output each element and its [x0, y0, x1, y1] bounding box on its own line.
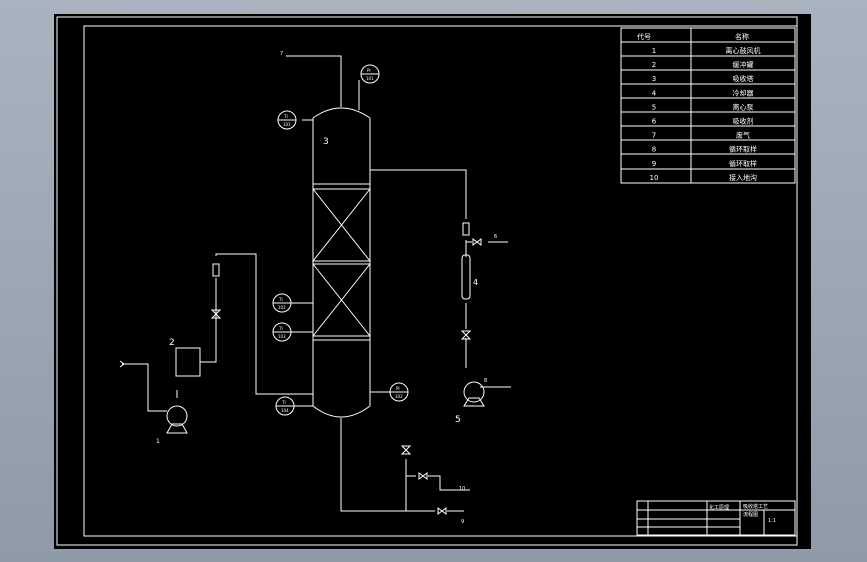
inlet-arrow-icon	[119, 360, 125, 368]
table-row-code: 9	[652, 160, 656, 168]
table-row-code: 7	[652, 132, 656, 140]
table-row-code: 4	[652, 89, 657, 97]
pump-icon	[463, 381, 485, 407]
ti-bottom-number: 104	[281, 408, 289, 413]
table-row-code: 6	[652, 118, 657, 126]
drawing-sheet: 代号 名称 1 离心鼓风机 2 缓冲罐 3 吸收塔 4 冷却器 5 离心泵 6 吸收剂 7 废气 8 循环取样…	[54, 14, 811, 549]
ti-mid2-number: 103	[278, 334, 286, 339]
valve-icon	[210, 238, 482, 515]
ti-mid1-tag: TI	[278, 297, 283, 302]
table-row-name: 吸收塔	[733, 74, 754, 83]
blower-icon	[166, 405, 188, 434]
ti-bottom-tag: TI	[281, 400, 286, 405]
label-column: 3	[323, 137, 329, 147]
pi-top-tag: PI	[367, 68, 371, 73]
title-block	[636, 500, 796, 536]
title-company: 化工原理	[709, 504, 729, 511]
title-drawing-name: 吸收塔工艺	[743, 503, 768, 510]
table-header-name: 名称	[735, 32, 749, 41]
buffer-flow-meter	[212, 263, 220, 277]
inner-border	[83, 25, 798, 537]
table-row-code: 1	[652, 47, 656, 55]
label-pump-outlet: 8	[484, 378, 487, 384]
table-row-name: 接入地沟	[729, 173, 757, 182]
outer-border	[56, 16, 798, 546]
buffer-tank	[175, 347, 201, 377]
top-vent-line	[286, 55, 342, 107]
table-row-name: 冷却器	[733, 88, 754, 97]
parts-table	[620, 27, 796, 184]
table-row-code: 5	[652, 103, 656, 111]
packing-bed-lower	[312, 263, 371, 337]
ti-top-tag: TI	[283, 114, 288, 119]
pi-bottom-tag: PI	[396, 386, 400, 391]
pi-top-number: 101	[366, 76, 374, 81]
table-row-code: 10	[650, 174, 659, 182]
title-subtitle: 流程图	[743, 511, 758, 518]
label-blower: 1	[156, 438, 160, 445]
ti-mid2-tag: TI	[278, 326, 283, 331]
table-row-name: 废气	[736, 131, 750, 140]
table-row-code: 3	[652, 75, 656, 83]
packing-bed-upper	[312, 188, 371, 262]
table-row-code: 2	[652, 61, 656, 69]
table-header-code: 代号	[637, 32, 651, 41]
ti-top-number: 101	[283, 122, 291, 127]
table-row-code: 8	[652, 146, 656, 154]
label-cooler: 4	[473, 278, 478, 287]
ti-mid1-number: 102	[278, 305, 286, 310]
pi-bottom-number: 102	[395, 394, 403, 399]
table-row-name: 吸收剂	[733, 117, 754, 126]
table-row-name: 离心泵	[733, 102, 754, 111]
table-row-name: 离心鼓风机	[726, 46, 761, 55]
label-cooler-feed: 6	[494, 234, 497, 240]
table-row-name: 循环取样	[729, 159, 757, 168]
table-row-name: 循环取样	[729, 145, 757, 154]
flow-meter	[462, 222, 470, 236]
table-row-name: 缓冲罐	[733, 60, 754, 69]
label-buffer-tank: 2	[169, 338, 175, 348]
label-top-vent: 7	[280, 51, 283, 57]
label-pump: 5	[455, 415, 461, 425]
label-drain-outlet: 9	[461, 519, 464, 525]
instrument-bubbles	[272, 64, 409, 416]
title-scale: 1:1	[768, 518, 776, 524]
label-drain-branch: 10	[459, 486, 465, 492]
cooler	[461, 254, 471, 300]
process-flow-diagram: 代号 名称 1 离心鼓风机 2 缓冲罐 3 吸收塔 4 冷却器 5 离心泵 6 吸收剂 7 废气 8 循环取样…	[56, 16, 798, 546]
absorption-column	[312, 107, 371, 418]
